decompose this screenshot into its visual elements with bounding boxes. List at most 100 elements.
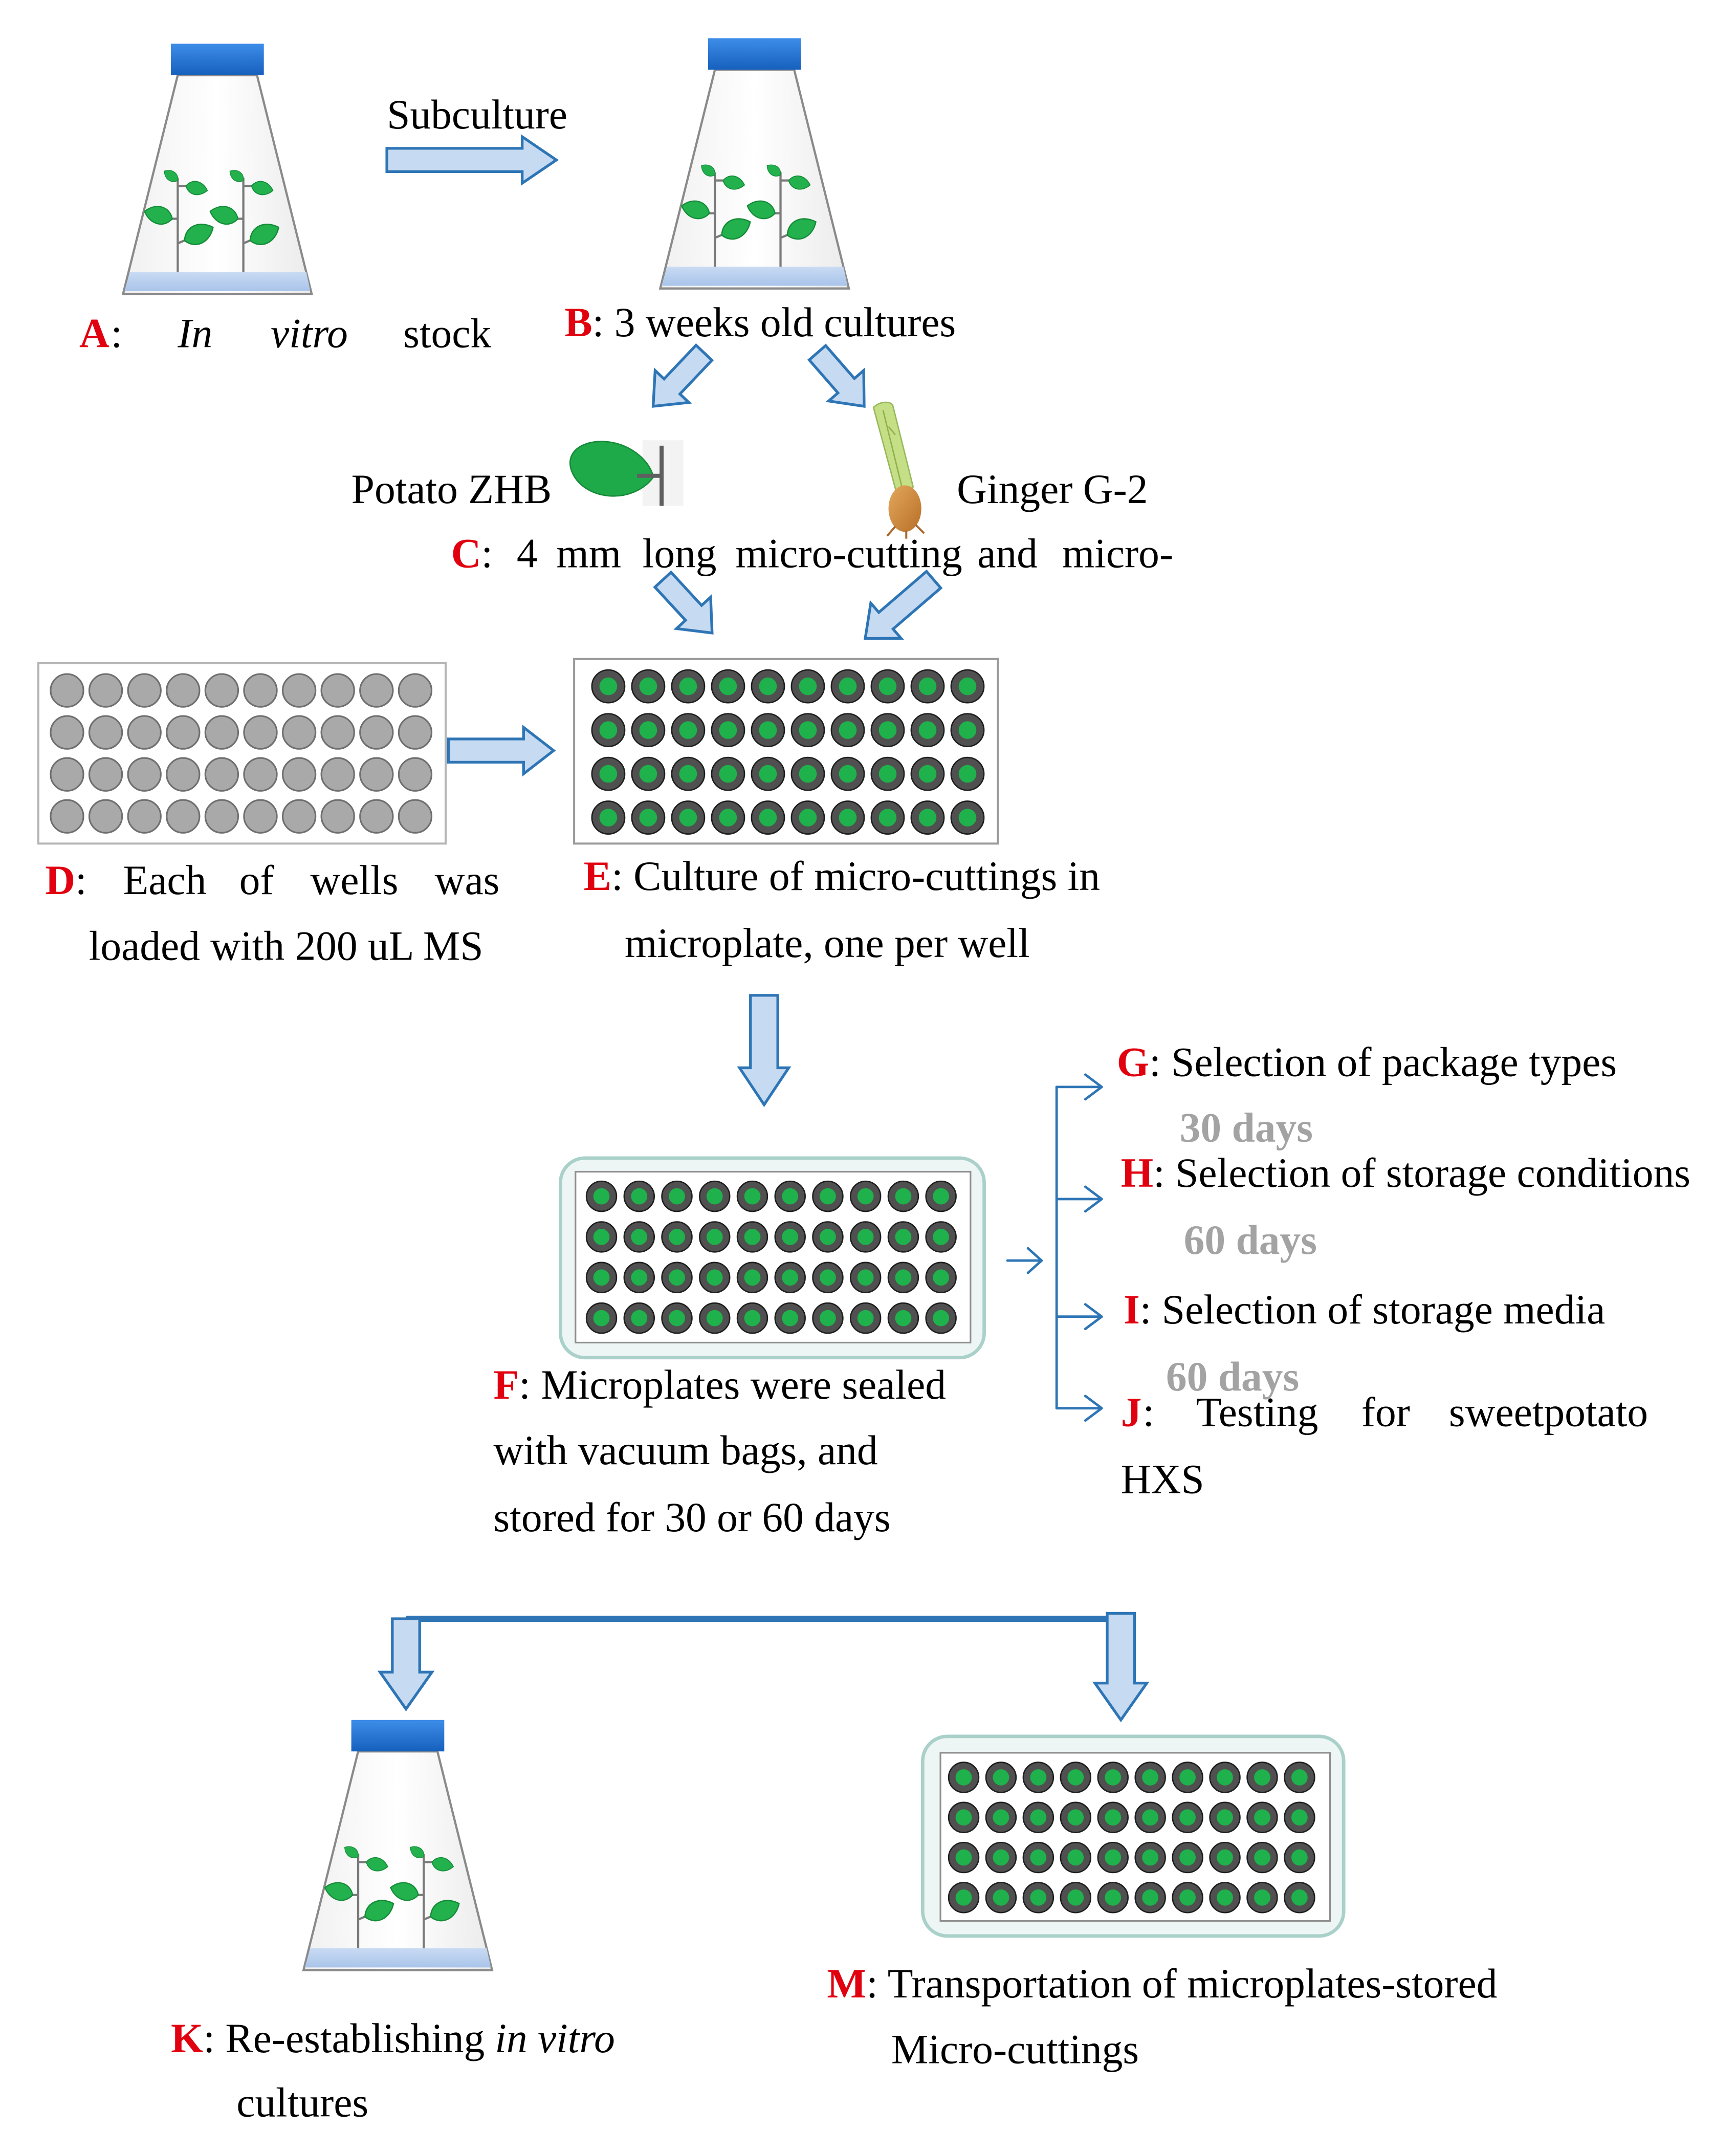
step-k-text: : Re-establishing <box>203 2015 485 2061</box>
well-with-cutting <box>1284 1801 1315 1833</box>
well-with-cutting <box>830 713 865 747</box>
step-c-word: : <box>481 530 493 577</box>
well-with-cutting <box>870 669 905 704</box>
well-empty <box>320 673 355 708</box>
step-f-line2: with vacuum bags, and <box>493 1427 877 1473</box>
step-f-line3: stored for 30 or 60 days <box>493 1494 890 1540</box>
step-h-letter: H <box>1121 1149 1153 1196</box>
well-empty <box>281 757 317 792</box>
step-i-label: I: Selection of storage media <box>1124 1286 1605 1333</box>
arrow-d-to-e <box>447 724 556 777</box>
well-with-cutting <box>623 1262 655 1294</box>
step-i-text: : Selection of storage media <box>1140 1286 1605 1333</box>
well-empty <box>88 757 123 792</box>
well-with-cutting <box>671 713 706 747</box>
well-with-cutting <box>1097 1801 1129 1833</box>
well-with-cutting <box>1209 1801 1241 1833</box>
branch-arrow-j <box>1055 1395 1103 1422</box>
well-with-cutting <box>887 1180 919 1212</box>
step-k-letter: K <box>171 2015 203 2061</box>
step-e-text: : Culture of micro-cuttings in <box>611 853 1100 899</box>
step-f-label: F: Microplates were sealed <box>493 1361 946 1408</box>
well-empty <box>359 799 394 834</box>
well-with-cutting <box>711 756 745 791</box>
well-with-cutting <box>661 1180 693 1212</box>
well-with-cutting <box>910 713 945 747</box>
well-with-cutting <box>774 1262 806 1294</box>
well-with-cutting <box>591 756 626 791</box>
well-with-cutting <box>1134 1762 1166 1793</box>
well-with-cutting <box>812 1221 844 1253</box>
well-with-cutting <box>1284 1882 1315 1914</box>
arrow-potato-to-plate <box>653 570 714 635</box>
step-g-letter: G <box>1117 1039 1149 1085</box>
subculture-arrow <box>385 134 559 186</box>
step-m-letter: M <box>827 1960 866 2007</box>
well-with-cutting <box>585 1262 618 1294</box>
step-c-word: and <box>977 530 1038 577</box>
well-with-cutting <box>1134 1882 1166 1914</box>
step-g-duration: 30 days <box>1180 1104 1313 1151</box>
well-with-cutting <box>985 1841 1017 1874</box>
plate-m-wells <box>948 1762 1315 1914</box>
well-with-cutting <box>1209 1882 1241 1914</box>
well-with-cutting <box>849 1302 882 1334</box>
well-with-cutting <box>671 756 706 791</box>
well-with-cutting <box>623 1302 655 1334</box>
well-with-cutting <box>1060 1882 1092 1914</box>
arrow-b-to-ginger <box>807 343 866 408</box>
well-with-cutting <box>1134 1801 1166 1833</box>
step-c-word: mm <box>556 530 621 577</box>
well-with-cutting <box>1246 1882 1278 1914</box>
well-with-cutting <box>1172 1882 1203 1914</box>
arrow-to-k <box>377 1617 435 1712</box>
well-with-cutting <box>1246 1841 1278 1874</box>
plate-d-wells <box>50 673 433 834</box>
well-empty <box>243 673 278 708</box>
well-with-cutting <box>925 1180 957 1212</box>
well-with-cutting <box>736 1302 768 1334</box>
well-with-cutting <box>790 713 825 747</box>
well-with-cutting <box>671 800 706 835</box>
step-c-word: micro- <box>1062 530 1173 577</box>
step-h-duration: 60 days <box>1184 1216 1317 1263</box>
step-a-word: In <box>177 310 212 357</box>
well-empty <box>243 715 278 750</box>
well-with-cutting <box>751 800 785 835</box>
well-with-cutting <box>950 800 985 835</box>
well-with-cutting <box>623 1180 655 1212</box>
well-empty <box>320 757 355 792</box>
step-j-word: Testing <box>1196 1388 1319 1435</box>
step-i-letter: I <box>1124 1286 1140 1333</box>
well-with-cutting <box>948 1882 980 1914</box>
well-with-cutting <box>790 756 825 791</box>
well-with-cutting <box>699 1262 731 1294</box>
step-b-text: : 3 weeks old cultures <box>592 299 956 345</box>
step-j-line2: HXS <box>1121 1455 1204 1502</box>
well-with-cutting <box>591 669 626 704</box>
well-with-cutting <box>1246 1801 1278 1833</box>
flask-a-stock-icon <box>123 44 312 294</box>
well-with-cutting <box>699 1180 731 1212</box>
step-b-label: B: 3 weeks old cultures <box>564 299 956 345</box>
well-with-cutting <box>950 756 985 791</box>
step-a-word: : <box>111 310 122 357</box>
well-empty <box>166 757 201 792</box>
well-with-cutting <box>1060 1801 1092 1833</box>
well-with-cutting <box>751 669 785 704</box>
plate-e-wells <box>591 669 985 835</box>
well-with-cutting <box>631 756 666 791</box>
ginger-sprout-icon <box>872 401 925 539</box>
well-empty <box>281 673 317 708</box>
well-empty <box>320 799 355 834</box>
well-with-cutting <box>699 1302 731 1334</box>
flask-k-reestablished-icon <box>303 1720 492 1970</box>
well-with-cutting <box>849 1180 882 1212</box>
well-with-cutting <box>812 1262 844 1294</box>
well-with-cutting <box>585 1302 618 1334</box>
well-with-cutting <box>985 1762 1017 1793</box>
arrow-f-to-tests <box>1006 1247 1043 1274</box>
